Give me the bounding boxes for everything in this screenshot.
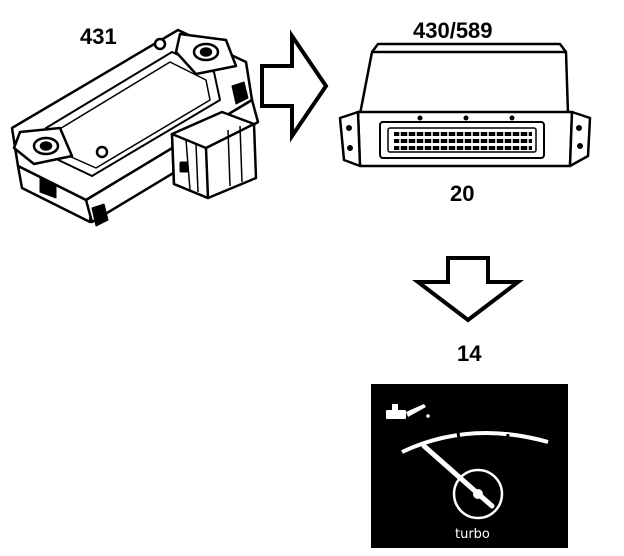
label-ecu-top: 430/589 bbox=[413, 18, 493, 43]
oil-can-icon bbox=[386, 404, 430, 419]
pressure-sensor bbox=[10, 28, 260, 227]
turbo-gauge bbox=[371, 384, 568, 548]
arrow-down-icon bbox=[412, 256, 524, 323]
gauge-caption: turbo bbox=[455, 527, 490, 542]
label-sensor: 431 bbox=[80, 24, 117, 49]
label-gauge: 14 bbox=[457, 341, 482, 366]
label-ecu-bottom: 20 bbox=[450, 181, 475, 206]
ecu-module bbox=[338, 42, 592, 168]
arrow-right-icon bbox=[260, 29, 329, 143]
